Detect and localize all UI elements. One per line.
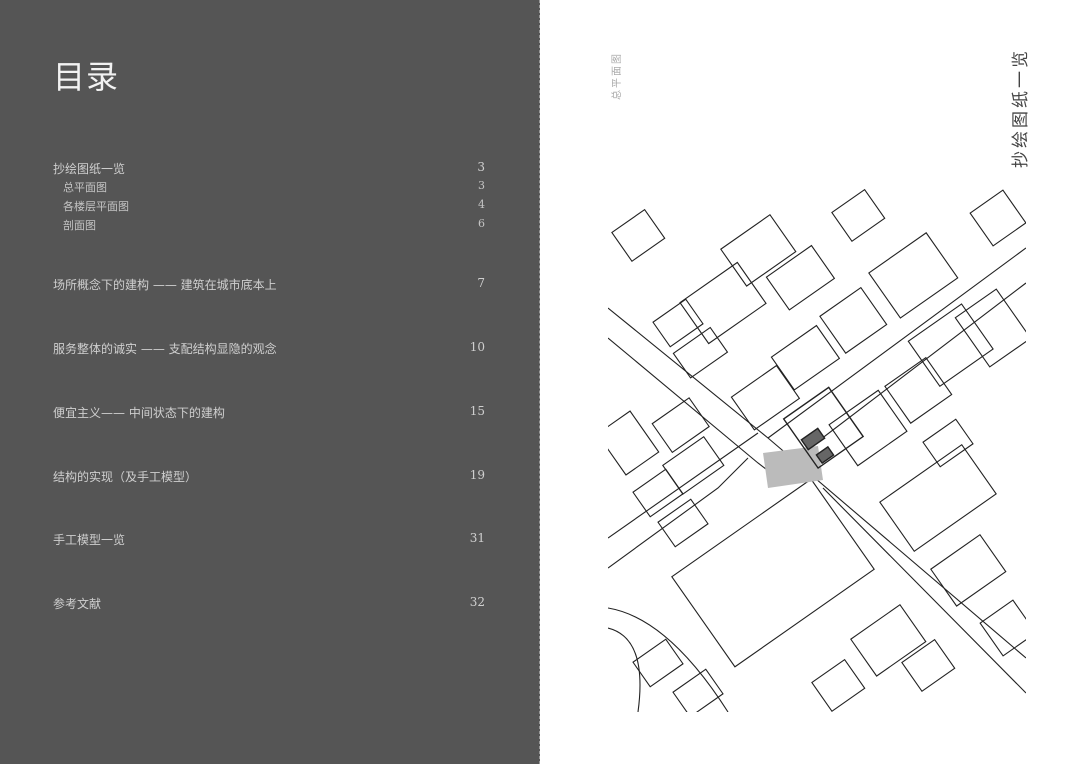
- toc-entry[interactable]: 手工模型一览 31: [53, 531, 485, 548]
- toc-entry[interactable]: 便宜主义—— 中间状态下的建构 15: [53, 404, 485, 421]
- toc-entry[interactable]: 抄绘图纸一览 3: [53, 160, 485, 177]
- toc-entry-page: 19: [469, 468, 485, 482]
- toc-entry-page: 3: [477, 160, 485, 174]
- toc-entry[interactable]: 结构的实现（及手工模型） 19: [53, 468, 485, 485]
- toc-entry-page: 31: [469, 531, 485, 545]
- toc-entry[interactable]: 场所概念下的建构 —— 建筑在城市底本上 7: [53, 276, 485, 293]
- drawing-side-label: 总平面图: [612, 52, 623, 100]
- toc-entry-label: 便宜主义—— 中间状态下的建构: [53, 406, 225, 420]
- toc-entry-page: 3: [478, 179, 485, 192]
- road-edge: [608, 307, 1026, 659]
- toc-subentry[interactable]: 剖面图 6: [63, 217, 485, 233]
- road-edge: [608, 457, 749, 569]
- road-edge: [608, 607, 729, 712]
- toc-entry-label: 场所概念下的建构 —— 建筑在城市底本上: [53, 278, 277, 292]
- toc-entry-label: 各楼层平面图: [63, 200, 129, 213]
- building-blocks: [608, 188, 1026, 712]
- site-plan-drawing: [608, 188, 1026, 712]
- toc-subentry[interactable]: 总平面图 3: [63, 179, 485, 195]
- target-building: [782, 386, 865, 470]
- toc-entry-label: 服务整体的诚实 —— 支配结构显隐的观念: [53, 342, 277, 356]
- toc-title: 目录: [53, 58, 120, 96]
- section-title: 抄绘图纸一览: [1011, 48, 1031, 168]
- page-fold-divider: [539, 0, 540, 764]
- toc-page: 目录 抄绘图纸一览 3 总平面图 3 各楼层平面图 4 剖面图 6 场所概念下的建构 —— 建筑…: [0, 0, 540, 764]
- toc-entry-page: 6: [478, 217, 485, 230]
- road-edge: [608, 627, 641, 712]
- toc-entry-label: 总平面图: [63, 181, 107, 194]
- toc-entry-label: 参考文献: [53, 597, 102, 611]
- toc-entry-page: 32: [469, 595, 485, 609]
- toc-subentry[interactable]: 各楼层平面图 4: [63, 198, 485, 214]
- toc-entry-page: 15: [469, 404, 485, 418]
- toc-entry-label: 剖面图: [63, 219, 96, 232]
- toc-entry-label: 结构的实现（及手工模型）: [53, 470, 198, 484]
- toc-entry-page: 7: [477, 276, 485, 290]
- toc-entry[interactable]: 服务整体的诚实 —— 支配结构显隐的观念 10: [53, 340, 485, 357]
- site-highlight: [763, 446, 823, 488]
- toc-entry-label: 手工模型一览: [53, 533, 126, 547]
- toc-entry[interactable]: 参考文献 32: [53, 595, 485, 612]
- road-edge: [822, 487, 1026, 694]
- road-edge: [767, 247, 1026, 439]
- toc-entry-page: 4: [478, 198, 485, 211]
- toc-entry-label: 抄绘图纸一览: [53, 162, 126, 176]
- road-edge: [608, 432, 759, 539]
- toc-entry-page: 10: [469, 340, 485, 354]
- road-edge: [608, 337, 779, 479]
